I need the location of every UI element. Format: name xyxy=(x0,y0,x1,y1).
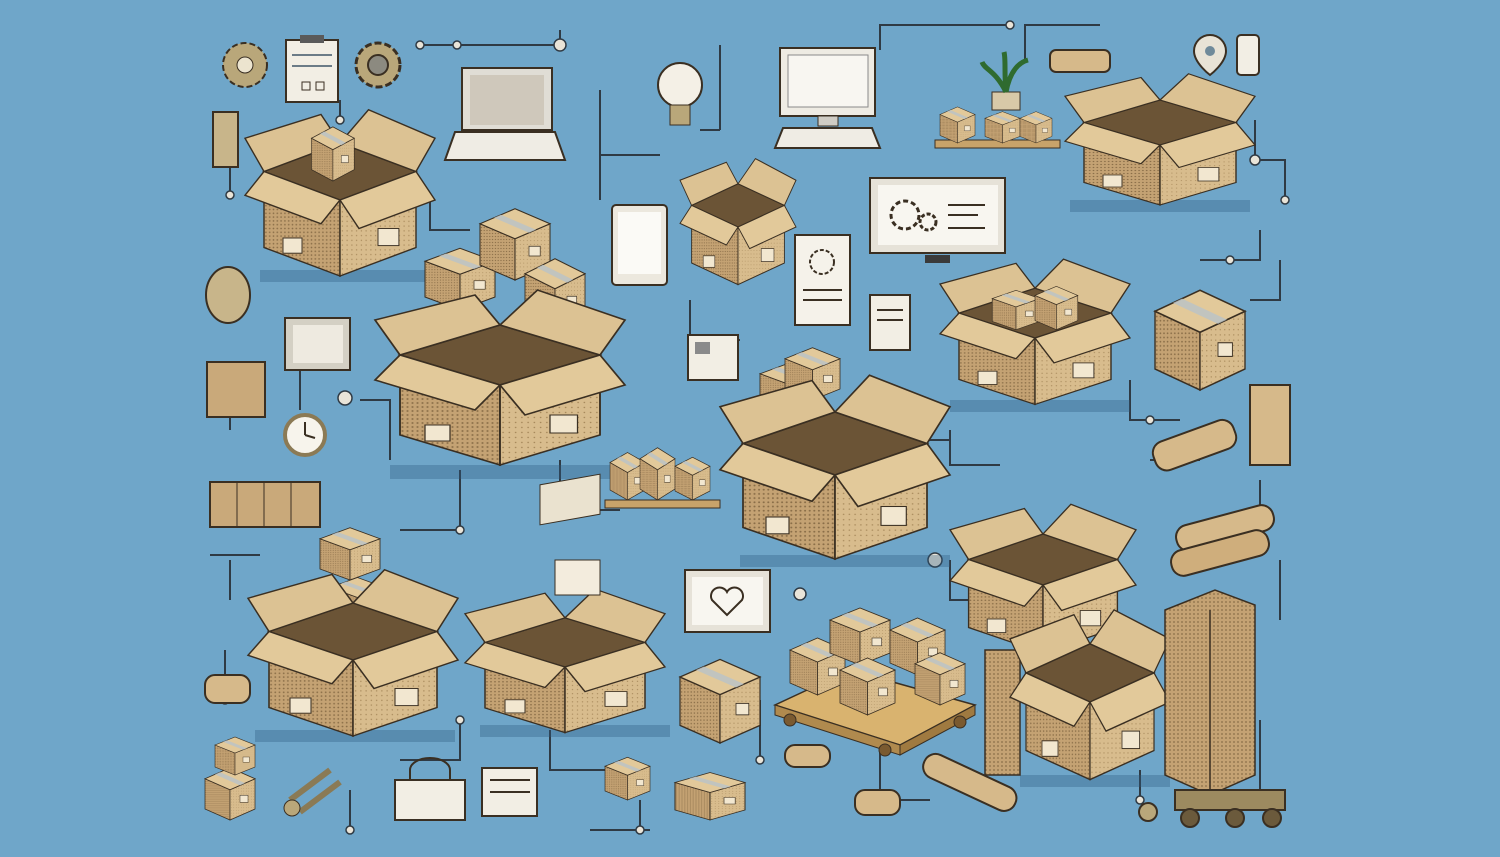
packing-material-stack-icon xyxy=(1164,589,1256,796)
open-box-small-top xyxy=(679,158,797,286)
open-box-top-right xyxy=(1064,73,1256,206)
closed-box-right xyxy=(1154,289,1246,391)
pallet-boxes xyxy=(772,607,978,757)
coin-stack-icon xyxy=(212,111,239,168)
open-box-mid-right xyxy=(939,258,1131,406)
gear-flower-icon xyxy=(222,42,268,88)
large-open-box-center xyxy=(719,347,951,560)
document-gear-icon xyxy=(794,234,851,326)
id-card-icon xyxy=(687,334,739,381)
photo-frame-icon xyxy=(284,317,351,371)
clock-icon xyxy=(283,413,327,457)
clipboard-small-icon xyxy=(869,294,911,351)
gear-icon xyxy=(354,41,402,89)
tablet-icon xyxy=(611,204,668,286)
shelf-boxes-center xyxy=(604,447,721,509)
bag-icon xyxy=(394,757,466,821)
wrench-tools-icon xyxy=(283,767,342,817)
clipboard-icon xyxy=(285,35,339,103)
document-bottom-icon xyxy=(481,767,538,817)
laptop-icon xyxy=(443,67,567,161)
location-pin-icon xyxy=(1192,33,1228,77)
tape-roll-icon xyxy=(205,266,251,324)
hand-truck-icon xyxy=(1138,789,1286,828)
roll-left-icon xyxy=(204,674,251,704)
hatched-shadows xyxy=(255,200,1250,787)
desktop-monitor-icon xyxy=(773,47,882,149)
phone-icon xyxy=(1236,34,1260,76)
roll-bottom-icon xyxy=(784,744,1018,816)
heart-frame-icon xyxy=(684,569,771,633)
stacked-box-far-bottom-left xyxy=(204,736,256,821)
paper-rolls-icon xyxy=(1170,504,1275,577)
plant-icon xyxy=(979,51,1029,111)
sign-in-box xyxy=(539,473,601,596)
filing-boxes-icon xyxy=(209,481,321,528)
lightbulb-icon xyxy=(657,62,703,126)
shelf-boxes-top xyxy=(934,106,1061,149)
label-tag-icon xyxy=(1249,384,1291,466)
closed-box-bottom xyxy=(679,658,761,744)
small-box-bottom xyxy=(604,756,746,821)
open-box-top-left xyxy=(244,109,436,277)
open-box-bottom-center xyxy=(464,588,666,734)
open-box-bottom-left xyxy=(247,527,459,737)
paper-roll-icon xyxy=(1151,418,1238,472)
roll-icon xyxy=(1049,49,1111,73)
packing-foam-block xyxy=(984,649,1021,776)
small-box-left-icon xyxy=(206,361,266,418)
monitor-gears-icon xyxy=(869,177,1006,263)
